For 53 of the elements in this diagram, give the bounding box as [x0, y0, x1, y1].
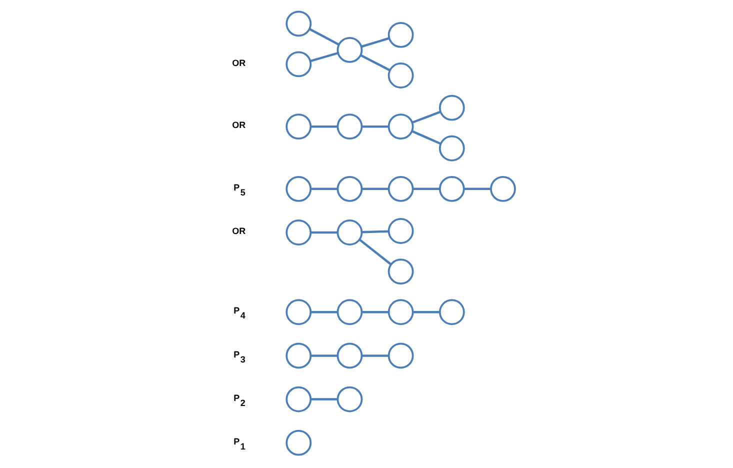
- connector: [310, 311, 338, 314]
- node-circle: [438, 299, 464, 326]
- node-circle: [336, 386, 362, 412]
- label: OR: [232, 58, 246, 68]
- connector: [360, 37, 389, 48]
- node-circle: [336, 220, 362, 246]
- connector: [361, 354, 388, 357]
- node-circle: [387, 299, 414, 326]
- connector: [310, 125, 338, 128]
- node-circle: [285, 51, 312, 78]
- node-circle: [285, 386, 312, 412]
- node-circle: [387, 62, 414, 88]
- node-circle: [336, 36, 362, 63]
- connector: [361, 311, 388, 314]
- node-circle: [387, 114, 414, 140]
- connector: [310, 52, 338, 62]
- node-circle: [438, 176, 464, 202]
- node-circle: [336, 299, 362, 326]
- connector: [310, 354, 338, 357]
- label: OR: [232, 226, 246, 236]
- node-circle: [387, 218, 414, 244]
- connector: [361, 125, 388, 128]
- node-circle: [285, 299, 312, 326]
- node-circle: [285, 430, 312, 456]
- connector: [361, 230, 388, 234]
- node-circle: [387, 176, 414, 202]
- connector: [412, 188, 440, 190]
- connector: [310, 231, 338, 234]
- connector: [358, 238, 392, 266]
- node-circle: [285, 342, 312, 369]
- connector: [310, 188, 338, 190]
- node-circle: [285, 220, 312, 246]
- connector: [411, 110, 440, 124]
- connector: [310, 398, 338, 400]
- node-circle: [438, 94, 464, 121]
- node-circle: [285, 176, 312, 202]
- node-circle: [336, 342, 362, 369]
- node-circle: [490, 176, 516, 202]
- node-circle: [336, 176, 362, 202]
- node-circle: [387, 258, 414, 285]
- node-circle: [336, 114, 362, 140]
- connector: [308, 28, 339, 46]
- connector: [464, 188, 490, 190]
- node-circle: [387, 342, 414, 369]
- node-circle: [285, 10, 312, 37]
- label: OR: [232, 120, 246, 130]
- connector: [361, 188, 388, 190]
- node-circle: [438, 135, 464, 162]
- connector: [360, 54, 390, 72]
- connector: [411, 130, 441, 145]
- node-circle: [285, 114, 312, 140]
- connector: [412, 311, 440, 314]
- node-circle: [387, 22, 414, 48]
